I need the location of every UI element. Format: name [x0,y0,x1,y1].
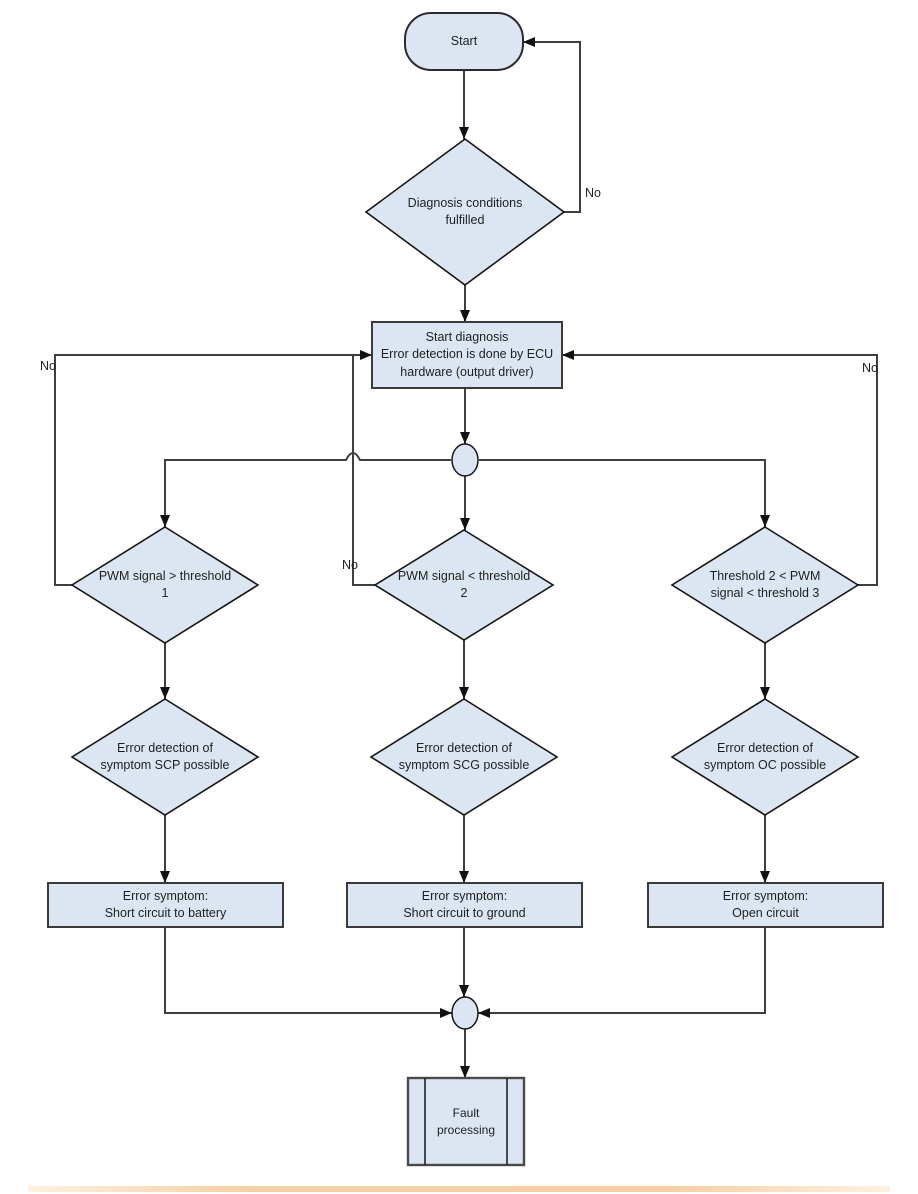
decision-scp-shape [70,698,260,816]
decision-oc-shape [670,698,860,816]
process-symptom-open-shape [647,882,884,928]
edge-no-pwm2-loop [352,355,375,586]
connector-split-shape [451,443,479,477]
terminator-start-shape [404,12,524,71]
bottom-strip-decoration [28,1186,890,1192]
edge-no-conditions-loop [523,37,581,213]
edge-no-pwm1-loop [54,350,372,586]
edge-no-t3-loop [562,350,878,586]
process-start-diagnosis-shape [371,321,563,389]
process-symptom-battery-shape [47,882,284,928]
edge-open-to-connector2 [478,927,766,1018]
edge-battery-to-connector2 [164,927,452,1018]
connector-merge-shape [451,996,479,1030]
edge-connector1-to-t3 [479,459,770,527]
decision-scg-shape [369,698,559,816]
process-symptom-ground-shape [346,882,583,928]
decision-pwm-lt-t2-shape [373,529,555,641]
predefined-fault-processing-shape [406,1076,526,1167]
edge-connector1-to-pwm1 [160,452,451,527]
decision-conditions-shape [364,138,566,286]
decision-pwm-gt-t1-shape [70,526,260,644]
decision-t2-pwm-t3-shape [670,526,860,644]
